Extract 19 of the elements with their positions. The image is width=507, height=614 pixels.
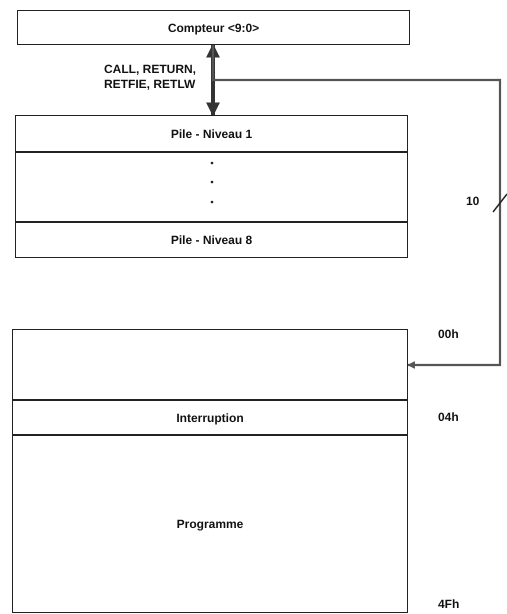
memory-block (17, 10, 410, 45)
memory-block (12, 329, 408, 400)
block-label: Pile - Niveau 8 (170, 233, 252, 247)
address-label: 04h (438, 410, 459, 425)
address-label: 00h (438, 327, 459, 342)
bus-width-label: 10 (466, 194, 480, 209)
arrow (206, 44, 220, 116)
address-label: 4Fh (438, 597, 460, 612)
memory-block (12, 400, 408, 435)
block-label: Programme (176, 517, 244, 531)
block-label: Interruption (176, 410, 244, 424)
memory-block (15, 222, 408, 258)
arrow (212, 45, 502, 369)
edge-label: CALL, RETURN, RETFIE, RETLW (104, 62, 197, 92)
memory-block (12, 435, 408, 613)
memory-block (15, 152, 408, 222)
block-label: Compteur <9:0> (168, 20, 260, 34)
block-label: Pile - Niveau 1 (170, 126, 252, 140)
memory-block (15, 115, 408, 152)
